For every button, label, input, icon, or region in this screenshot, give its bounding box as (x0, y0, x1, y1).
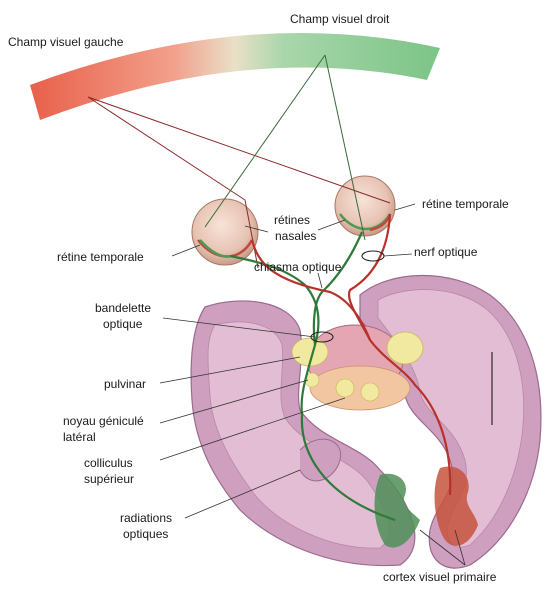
right-eye (335, 176, 395, 236)
retinas-nasal-label-2: nasales (275, 229, 316, 243)
primary-visual-cortex-label: cortex visuel primaire (383, 570, 497, 584)
right-visual-field-label: Champ visuel droit (290, 12, 390, 26)
lgn-label-1: noyau géniculé (63, 414, 144, 428)
retina-temporal-left-label: rétine temporale (57, 250, 144, 264)
optic-tract-label-2: optique (103, 317, 143, 331)
left-visual-field-label: Champ visuel gauche (8, 35, 124, 49)
optic-nerve-label: nerf optique (414, 245, 478, 259)
pulvinar-label: pulvinar (104, 377, 146, 391)
lgn-label-2: latéral (63, 430, 96, 444)
optic-radiations-label-2: optiques (123, 527, 168, 541)
optic-tract-label-1: bandelette (95, 301, 151, 315)
retinas-nasal-label-1: rétines (274, 213, 310, 227)
optic-radiations-label-1: radiations (120, 511, 172, 525)
superior-colliculus-label-2: supérieur (84, 472, 134, 486)
retina-temporal-right-label: rétine temporale (422, 197, 509, 211)
superior-colliculus-label-1: colliculus (84, 456, 133, 470)
optic-chiasm-label: chiasma optique (254, 260, 342, 274)
